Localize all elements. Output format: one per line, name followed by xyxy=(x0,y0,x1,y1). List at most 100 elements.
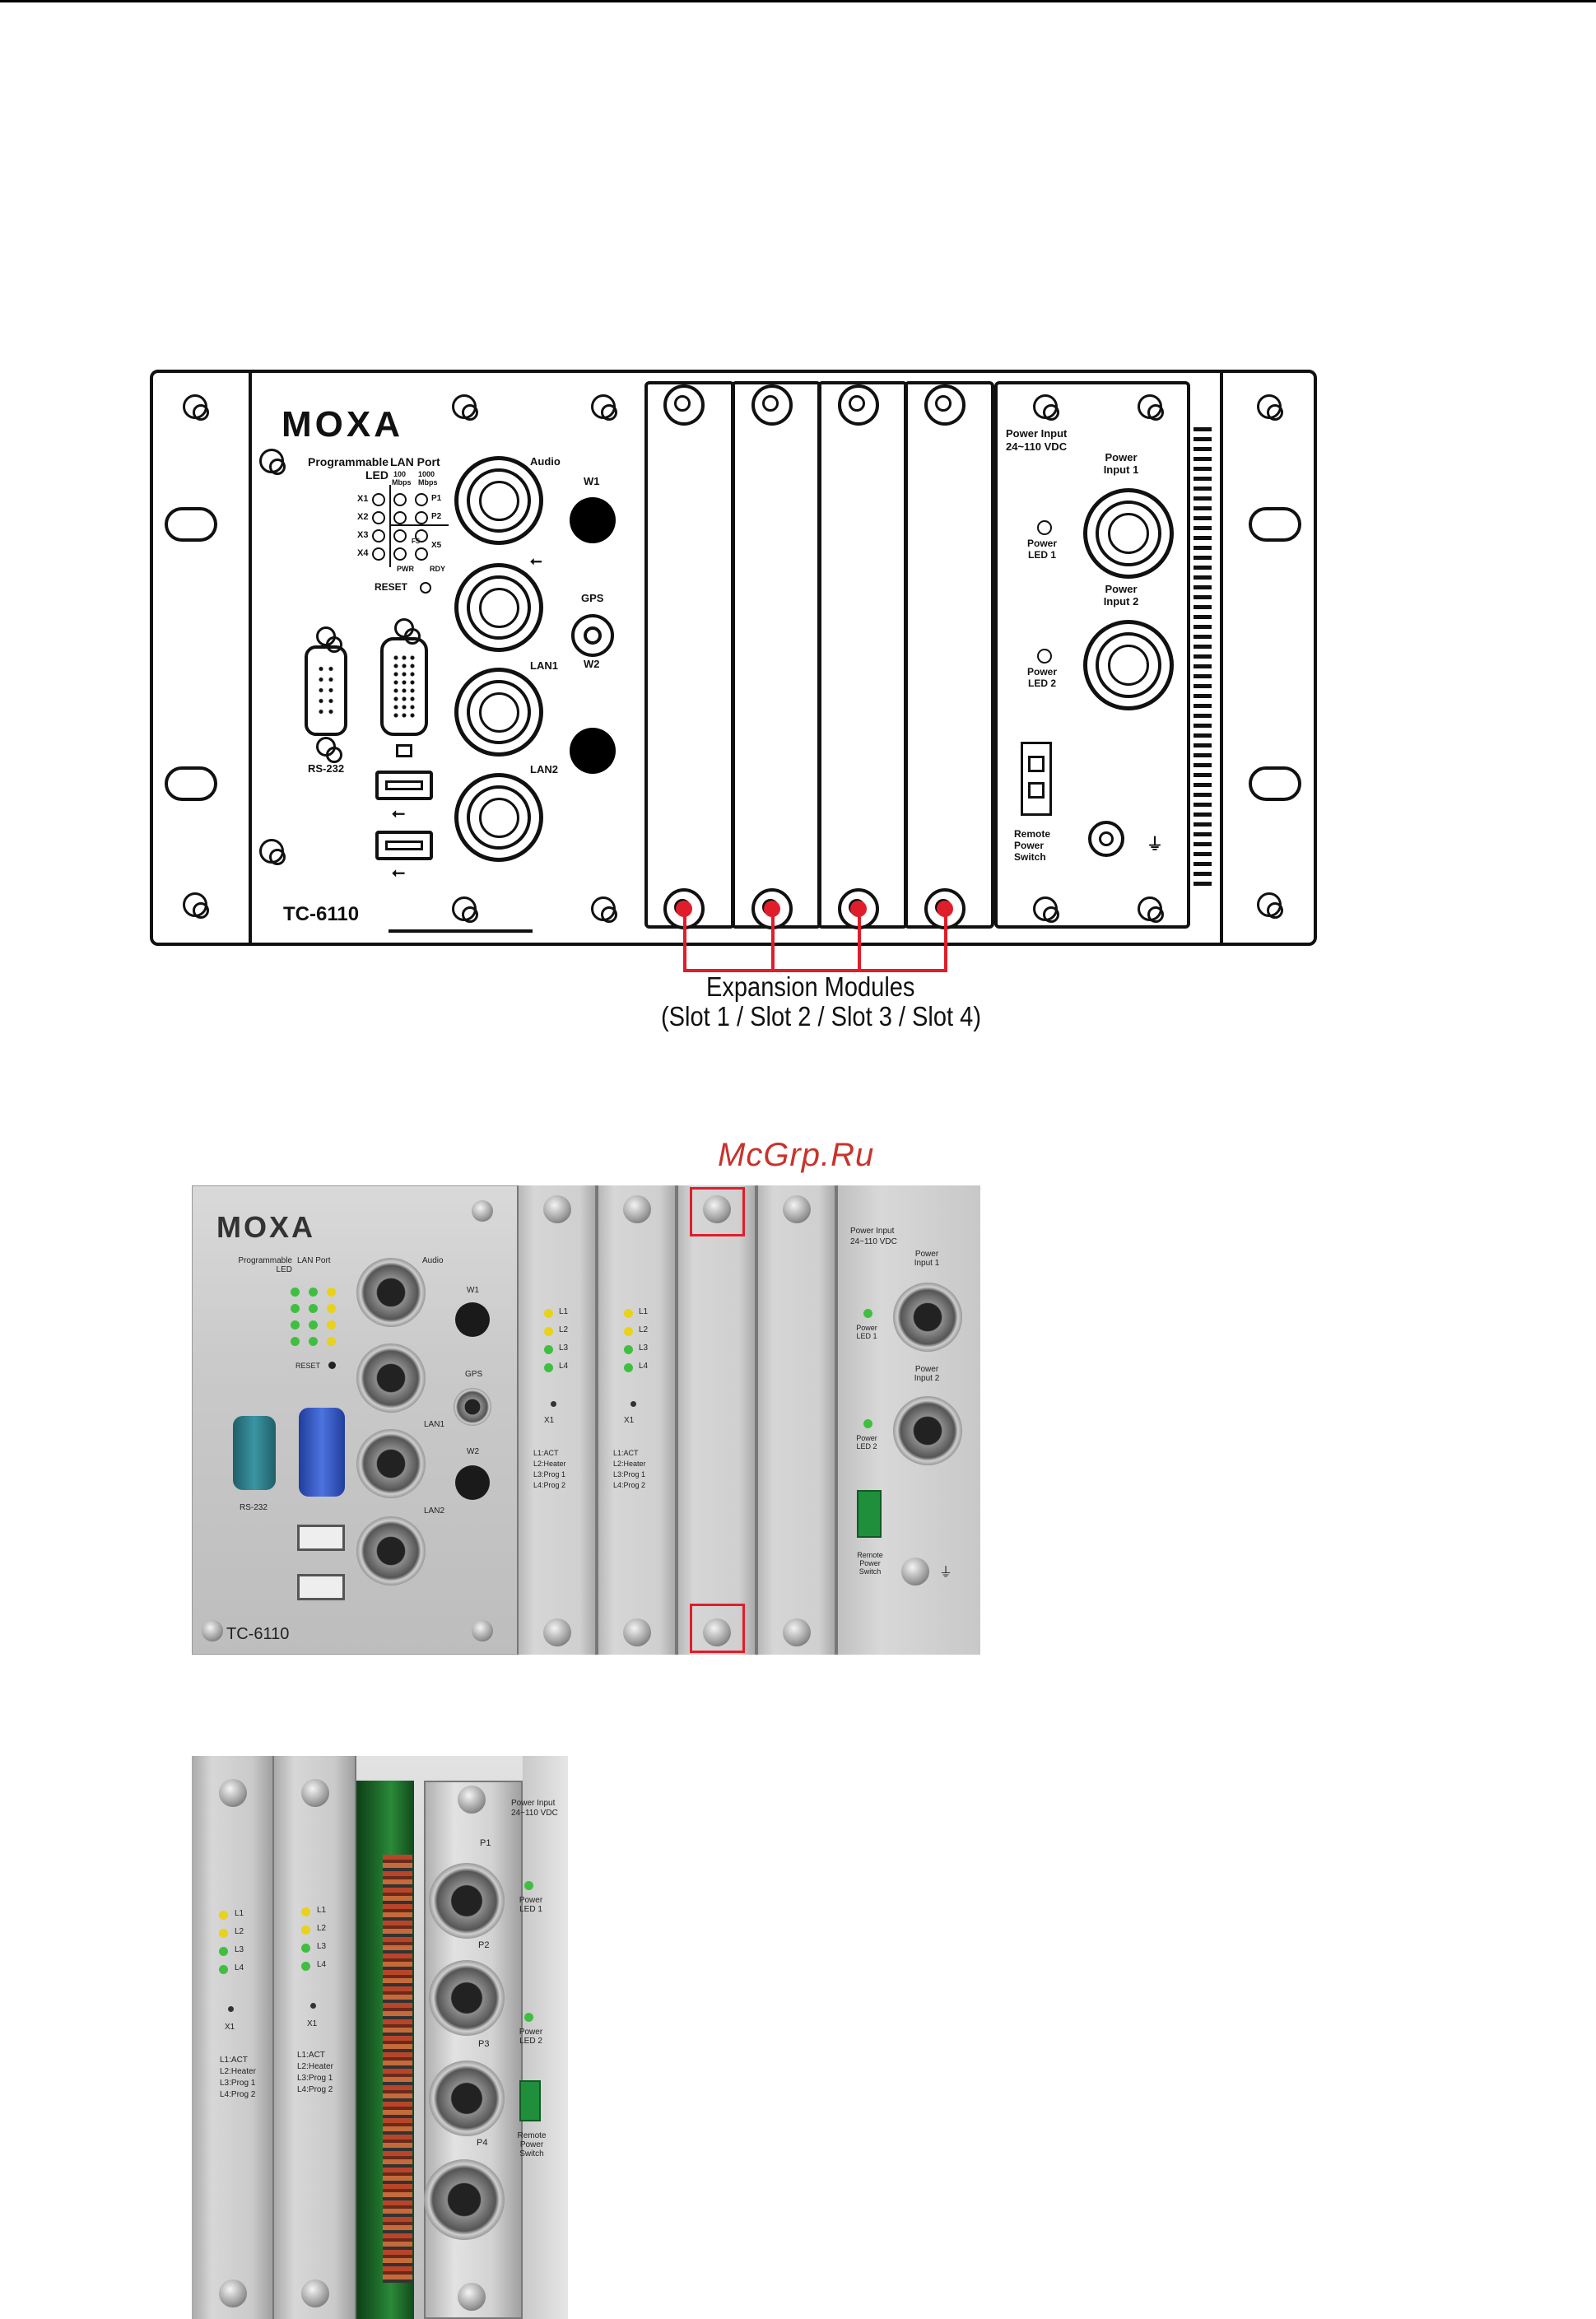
side-module-screw-bottom xyxy=(458,2283,486,2311)
led-x5 xyxy=(393,493,407,506)
lan2-label: LAN2 xyxy=(530,763,558,775)
photo-s1-led-4 xyxy=(544,1363,553,1372)
callout-drop-4 xyxy=(944,909,947,971)
side-slot-a-screw-top xyxy=(219,1779,247,1807)
photo-power-range-label: 24~110 VDC xyxy=(850,1237,897,1246)
w1-label: W1 xyxy=(584,475,600,487)
ear-screw-bottom-left xyxy=(183,892,209,919)
photo-s1-legend-2: L2:Heater xyxy=(533,1460,566,1468)
slot2-screw-top xyxy=(751,384,793,426)
cpu-screw-bl xyxy=(259,839,286,865)
side-b-l2: L2 xyxy=(317,1924,327,1933)
photo-power-led-2 xyxy=(863,1419,872,1428)
side-slot-b-screw-bottom xyxy=(301,2279,329,2307)
side-b-led-4 xyxy=(301,1962,310,1971)
photo-power-input-2-label: Power Input 2 xyxy=(914,1365,940,1383)
w2-label: W2 xyxy=(584,658,600,670)
photo-s2-legend-3: L3:Prog 1 xyxy=(613,1470,646,1478)
usb-port-1[interactable] xyxy=(375,771,433,800)
side-slot-a xyxy=(192,1756,274,2319)
ear-screw-top-right xyxy=(1257,394,1283,421)
photo-slot-4 xyxy=(756,1185,836,1655)
side-a-legend-2: L2:Heater xyxy=(220,2067,256,2076)
power-screw-tl xyxy=(1033,394,1059,421)
photo-s2-x1-hole xyxy=(630,1401,636,1407)
callout-drop-1 xyxy=(683,909,686,971)
led-divider-horz xyxy=(389,524,449,526)
ear-slot-upper-right xyxy=(1249,507,1301,542)
led-x4 xyxy=(372,547,385,561)
photo-power-led-1 xyxy=(863,1309,872,1318)
front-photo: MOXA Programmable LED LAN Port RESET RS-… xyxy=(192,1185,980,1655)
vga-latch xyxy=(396,744,412,757)
photo-lan-header: LAN Port xyxy=(297,1256,331,1265)
ear-slot-lower-right xyxy=(1249,766,1301,801)
photo-lan2-connector xyxy=(356,1516,426,1586)
photo-power-led-1-label: Power LED 1 xyxy=(856,1324,877,1340)
photo-s1-l2: L2 xyxy=(559,1325,569,1334)
side-a-led-1 xyxy=(219,1911,228,1920)
photo-w2-label: W2 xyxy=(467,1447,479,1456)
power-led-2-label: Power LED 2 xyxy=(1026,666,1057,689)
side-port-p2 xyxy=(429,1960,505,2036)
callout-bar xyxy=(683,969,947,972)
photo-audio-connector xyxy=(356,1258,426,1327)
side-a-legend-1: L1:ACT xyxy=(220,2056,248,2065)
photo-w1-antenna xyxy=(455,1302,490,1337)
rs232-label: RS-232 xyxy=(308,762,345,775)
slot4-screw-top xyxy=(924,384,966,426)
usb-port-2[interactable] xyxy=(375,831,433,860)
power-input-2-label: Power Input 2 xyxy=(1103,583,1139,608)
side-a-l1: L1 xyxy=(235,1909,244,1918)
slot-panel-2 xyxy=(731,381,821,929)
side-a-l2: L2 xyxy=(235,1927,244,1936)
chassis-outline xyxy=(150,370,1317,946)
power-input-2-connector xyxy=(1083,620,1174,710)
photo-s1-legend-3: L3:Prog 1 xyxy=(533,1470,566,1478)
usb-icon-1: ⭠ xyxy=(392,804,405,822)
photo-model-label: TC-6110 xyxy=(226,1625,290,1643)
rs232-port xyxy=(305,645,347,736)
photo-s1-legend-1: L1:ACT xyxy=(533,1449,559,1457)
right-ear-divider xyxy=(1220,370,1223,946)
photo-s1-led-3 xyxy=(544,1345,553,1354)
lan1-label: LAN1 xyxy=(530,659,558,672)
photo-s2-legend-2: L2:Heater xyxy=(613,1460,646,1468)
photo-led-12 xyxy=(327,1337,336,1346)
photo-slot2-screw-top xyxy=(623,1195,651,1223)
photo-s1-x1: X1 xyxy=(544,1416,555,1425)
photo-rs232-port xyxy=(233,1416,276,1490)
reset-button xyxy=(420,582,431,594)
photo-led-4 xyxy=(291,1337,300,1346)
photo-remote-switch-label: Remote Power Switch xyxy=(857,1551,883,1576)
side-b-led-1 xyxy=(301,1907,310,1916)
led-x2 xyxy=(372,511,385,524)
lan-label-p2: P2 xyxy=(431,512,442,521)
photo-s1-legend-4: L4:Prog 2 xyxy=(533,1481,566,1489)
side-b-l1: L1 xyxy=(317,1906,327,1915)
rs232-screw-top xyxy=(316,626,342,653)
side-power-led-2 xyxy=(524,2013,533,2022)
side-remote-switch-label: Remote Power Switch xyxy=(517,2131,547,2158)
side-power-led-1-label: Power LED 1 xyxy=(519,1896,543,1914)
led-label-rdy: RDY xyxy=(430,565,446,573)
led-label-x3: X3 xyxy=(357,530,369,540)
photo-s2-l4: L4 xyxy=(639,1362,649,1371)
photo-power-led-2-label: Power LED 2 xyxy=(856,1434,877,1451)
side-b-legend-1: L1:ACT xyxy=(297,2051,325,2060)
photo-s1-x1-hole xyxy=(551,1401,556,1407)
photo-w2-antenna xyxy=(455,1465,490,1500)
side-port-p4 xyxy=(424,2159,505,2240)
led-rdy xyxy=(415,547,428,561)
power-input-label: Power Input xyxy=(1006,427,1068,440)
led-lan-1000-2 xyxy=(415,529,428,542)
photo-slot-1 xyxy=(517,1185,597,1655)
photo-brand-logo: MOXA xyxy=(216,1210,315,1244)
ground-screw xyxy=(1088,821,1124,857)
photo-led-5 xyxy=(309,1288,318,1297)
cpu-screw-br2 xyxy=(591,896,617,923)
led-x3 xyxy=(372,529,385,542)
power-led-2 xyxy=(1037,649,1052,664)
photo-s2-led-1 xyxy=(624,1309,633,1318)
photo-s2-l2: L2 xyxy=(639,1325,649,1334)
